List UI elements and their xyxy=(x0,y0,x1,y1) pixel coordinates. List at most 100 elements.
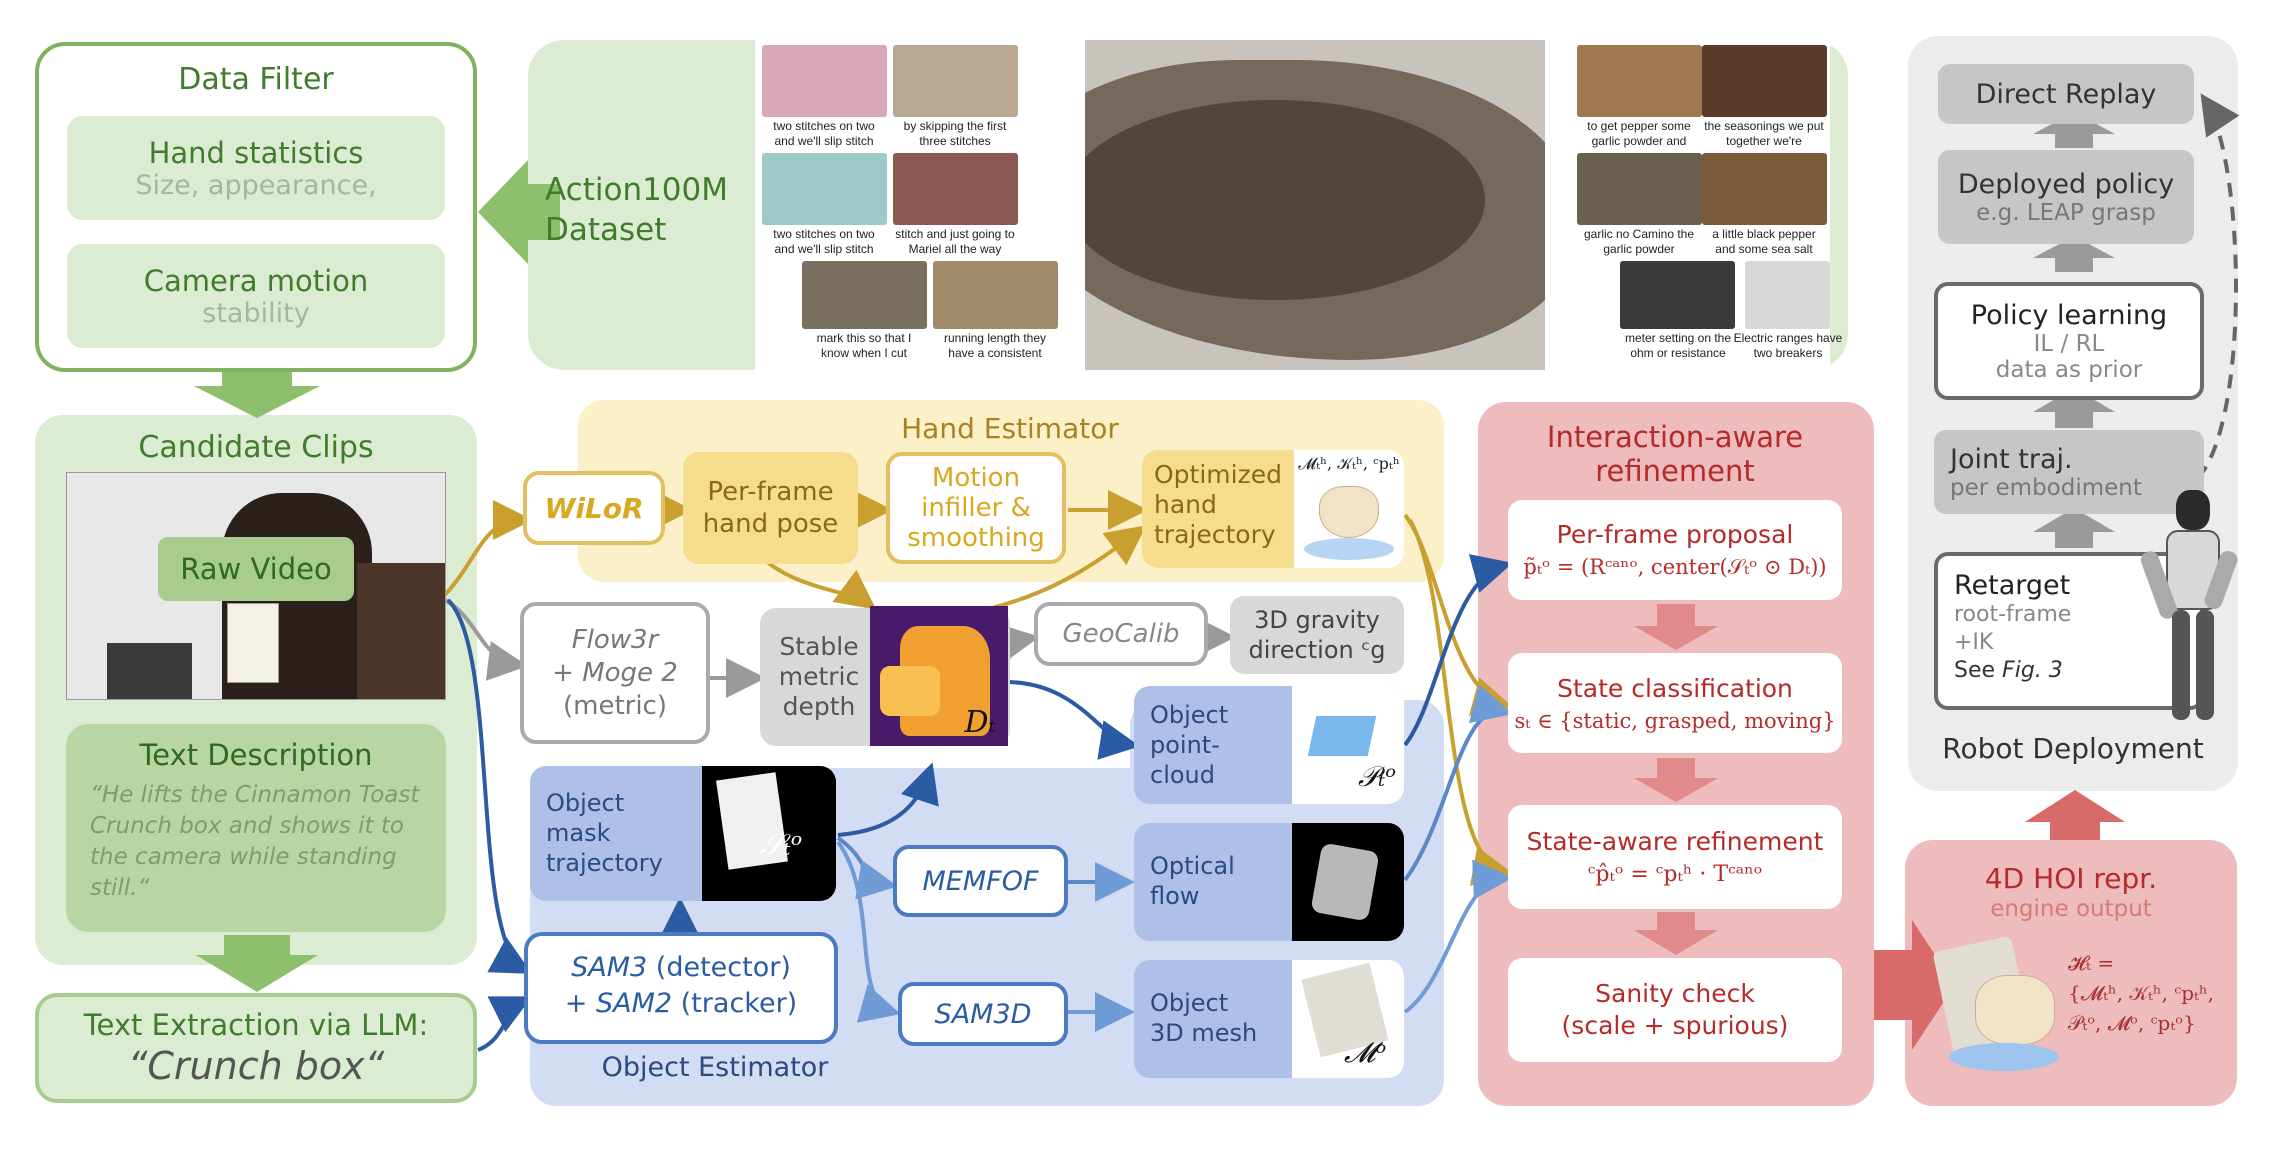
flow3r-line2: + Moge 2 xyxy=(552,657,678,688)
collage-caption: two stitches on two and we'll slip stitc… xyxy=(773,119,875,148)
pointcloud-symbol: 𝒫ₜᵒ xyxy=(1358,760,1396,793)
text-description-body: “He lifts the Cinnamon Toast Crunch box … xyxy=(90,782,420,901)
thumbnail xyxy=(1702,45,1827,117)
dataset-label-line1: Action100M xyxy=(545,172,729,208)
thumbnail xyxy=(802,261,927,329)
depth-map-image: Dₜ xyxy=(870,606,1008,746)
memfof-box: MEMFOF xyxy=(893,845,1068,917)
collage-caption: to get pepper some garlic powder and xyxy=(1587,119,1691,148)
thumbnail xyxy=(893,45,1018,117)
state-class-equation: sₜ ∈ {static, grasped, moving} xyxy=(1514,708,1836,733)
text-extraction-value: “Crunch box“ xyxy=(127,1044,385,1088)
state-aware-equation: ᶜp̂ₜᵒ = ᶜpₜʰ · Tᶜᵃⁿᵒ xyxy=(1587,862,1763,887)
stable-depth-label: Stable metric depth xyxy=(778,632,860,721)
state-class-box: State classification sₜ ∈ {static, grasp… xyxy=(1508,653,1842,753)
pointcloud-image: 𝒫ₜᵒ xyxy=(1292,686,1404,804)
flow3r-line3: (metric) xyxy=(562,690,667,721)
collage-caption: by skipping the first three stitches xyxy=(903,119,1007,148)
optimized-label: Optimized hand trajectory xyxy=(1154,460,1282,549)
data-filter-title: Data Filter xyxy=(178,62,334,97)
retarget-box: Retarget root-frame +IK See Fig. 3 xyxy=(1934,552,2204,710)
pointcloud-label: Object point-cloud xyxy=(1150,701,1229,789)
optical-flow-image xyxy=(1292,823,1404,941)
optical-flow-box: Optical flow xyxy=(1134,823,1404,941)
optimized-box: Optimized hand trajectory 𝓜ₜʰ, 𝒦ₜʰ, ᶜpₜʰ xyxy=(1142,450,1404,568)
hand-statistics-sub: Size, appearance, xyxy=(135,169,377,201)
retarget-sub1: root-frame xyxy=(1954,602,2072,627)
hoi-subtitle: engine output xyxy=(1990,896,2152,922)
flow3r-line1: Flow3r xyxy=(571,624,659,655)
sam2-tail: (tracker) xyxy=(680,988,798,1019)
dataset-label: Action100M Dataset xyxy=(545,170,728,250)
thumbnail xyxy=(762,45,887,117)
hoi-equation: 𝓗ₜ = {𝓜ₜʰ, 𝒦ₜʰ, ᶜpₜʰ, 𝒫ₜᵒ, 𝓜ᵒ, ᶜpₜᵒ} xyxy=(2068,948,2233,1038)
policy-learning-box: Policy learning IL / RL data as prior xyxy=(1934,282,2204,400)
sanity-box: Sanity check (scale + spurious) xyxy=(1508,958,1842,1062)
hand-statistics-box: Hand statistics Size, appearance, xyxy=(67,116,445,220)
object-mask-label: Object mask trajectory xyxy=(546,789,663,877)
arrow-filter-to-candidate xyxy=(194,372,320,418)
text-description-box: Text Description “He lifts the Cinnamon … xyxy=(66,724,446,932)
hand-estimator-title: Hand Estimator xyxy=(901,412,1119,445)
deployed-policy-title: Deployed policy xyxy=(1957,168,2175,200)
mesh-box: Object 3D mesh 𝓜ᵒ xyxy=(1134,960,1404,1078)
mask-image: 𝒮ₜᵒ xyxy=(702,766,836,901)
motion-infiller-box: Motion infiller & smoothing xyxy=(886,452,1066,564)
hoi-render xyxy=(1932,935,2075,1085)
object-estimator-title: Object Estimator xyxy=(601,1052,829,1083)
collage-caption: the seasonings we put together we're xyxy=(1704,119,1824,148)
direct-replay-box: Direct Replay xyxy=(1938,64,2194,124)
proposal-title: Per-frame proposal xyxy=(1556,520,1794,549)
gravity-line1: 3D gravity xyxy=(1254,606,1380,634)
per-frame-box: Per-frame hand pose xyxy=(683,452,858,564)
retarget-fig-ref: Fig. 3 xyxy=(2002,658,2063,683)
collage-caption: meter setting on the ohm or resistance xyxy=(1624,331,1732,360)
thumbnail xyxy=(762,153,887,225)
arrow-hoi-to-robot xyxy=(2025,790,2125,840)
object-mask-box: Object mask trajectory 𝒮ₜᵒ xyxy=(530,766,836,901)
joint-traj-title: Joint traj. xyxy=(1950,443,2073,475)
retarget-sub3: See xyxy=(1954,658,1996,683)
policy-learning-sub1: IL / RL xyxy=(2033,330,2105,357)
depth-symbol: Dₜ xyxy=(964,705,996,740)
hoi-title: 4D HOI repr. xyxy=(1984,862,2158,895)
mesh-label: Object 3D mesh xyxy=(1150,989,1258,1047)
sanity-line1: Sanity check xyxy=(1595,979,1755,1008)
proposal-equation: p̃ₜᵒ = (Rᶜᵃⁿᵒ, center(𝒮ₜᵒ ⊙ Dₜ)) xyxy=(1523,555,1827,579)
sam3-tail: (detector) xyxy=(655,952,791,983)
camera-motion-sub: stability xyxy=(202,297,310,329)
mesh-symbol: 𝓜ᵒ xyxy=(1344,1036,1387,1069)
proposal-box: Per-frame proposal p̃ₜᵒ = (Rᶜᵃⁿᵒ, center… xyxy=(1508,500,1842,600)
gravity-box: 3D gravity direction ᶜg xyxy=(1230,596,1404,674)
sam2-label: + SAM2 xyxy=(564,988,673,1019)
sam3-line: SAM3 (detector) xyxy=(528,950,834,986)
deployed-policy-box: Deployed policy e.g. LEAP grasp xyxy=(1938,150,2194,244)
hoi-eq-line3: 𝒫ₜᵒ, 𝓜ᵒ, ᶜpₜᵒ} xyxy=(2068,1011,2196,1035)
state-aware-box: State-aware refinement ᶜp̂ₜᵒ = ᶜpₜʰ · Tᶜ… xyxy=(1508,805,1842,909)
retarget-title: Retarget xyxy=(1954,570,2071,601)
state-class-title: State classification xyxy=(1557,673,1793,703)
pointcloud-box: Object point-cloud 𝒫ₜᵒ xyxy=(1134,686,1404,804)
policy-learning-sub2: data as prior xyxy=(1995,356,2143,383)
collage-caption: stitch and just going to Mariel all the … xyxy=(895,227,1015,256)
flow3r-box: Flow3r + Moge 2 (metric) xyxy=(520,602,710,744)
sanity-line2: (scale + spurious) xyxy=(1561,1011,1789,1040)
text-description-title: Text Description xyxy=(139,738,373,772)
dataset-label-line2: Dataset xyxy=(545,212,667,248)
hand-math: 𝓜ₜʰ, 𝒦ₜʰ, ᶜpₜʰ xyxy=(1298,454,1400,473)
wilor-box: WiLoR xyxy=(523,471,665,545)
sam-box: SAM3 (detector) + SAM2 (tracker) xyxy=(524,932,838,1044)
hoi-eq-line2: {𝓜ₜʰ, 𝒦ₜʰ, ᶜpₜʰ, xyxy=(2068,981,2214,1005)
collage-caption: running length they have a consistent xyxy=(943,331,1047,360)
collage-caption: two stitches on two and we'll slip stitc… xyxy=(773,227,875,256)
sam3-label: SAM3 xyxy=(571,952,648,983)
thumbnail xyxy=(1577,153,1702,225)
candidate-title: Candidate Clips xyxy=(138,430,374,465)
mesh-image: 𝓜ᵒ xyxy=(1292,960,1404,1078)
gravity-line2: direction ᶜg xyxy=(1248,636,1386,664)
thumbnail xyxy=(1702,153,1827,225)
hand-statistics-title: Hand statistics xyxy=(148,135,364,170)
sam2-line: + SAM2 (tracker) xyxy=(528,986,834,1022)
robot-deployment-title: Robot Deployment xyxy=(1942,732,2204,765)
text-extraction-title: Text Extraction via LLM: xyxy=(83,1008,429,1042)
